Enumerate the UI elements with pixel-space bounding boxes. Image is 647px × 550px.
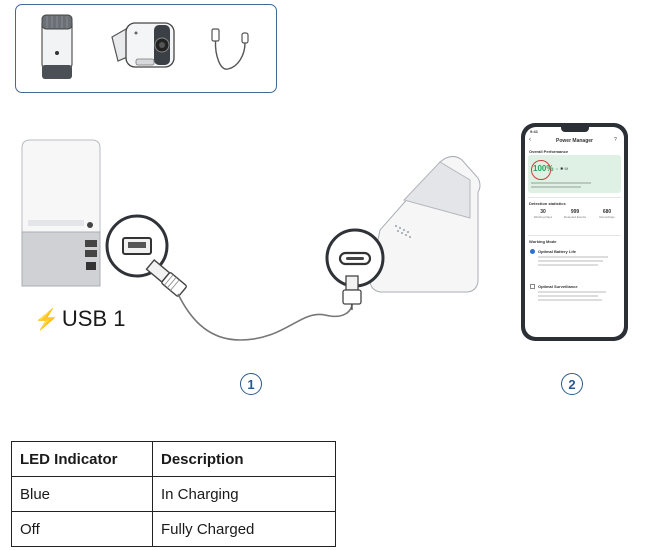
- feature-icons: ⇔ ✱ ⛁: [555, 166, 568, 171]
- lightning-icon: ⚡: [34, 309, 59, 331]
- divider: [528, 235, 621, 236]
- camera-device-icon: [111, 22, 175, 68]
- mode-option[interactable]: Optimal Surveillance: [538, 284, 578, 289]
- mode-description-line: [538, 295, 598, 297]
- stat-item: 30 Working Days: [533, 209, 553, 219]
- detection-heading: Detection statistics: [529, 201, 566, 206]
- mode-radio-selected[interactable]: [530, 249, 535, 254]
- divider: [528, 197, 621, 198]
- app-screen: 9:41 ‹ Power Manager ? Overall Performan…: [525, 127, 624, 337]
- stat-item: 680 Recordings: [599, 209, 615, 219]
- led-indicator-table: LED Indicator Description Blue In Chargi…: [11, 441, 336, 547]
- overall-performance-heading: Overall Performance: [529, 149, 569, 154]
- camera-illustration: [369, 156, 481, 293]
- info-line: [531, 182, 591, 184]
- battery-percent: 100%: [533, 164, 554, 173]
- step-2-badge: 2: [561, 373, 583, 395]
- phone-mockup: 9:41 ‹ Power Manager ? Overall Performan…: [521, 123, 628, 341]
- info-line: [531, 186, 581, 188]
- table-header-row: LED Indicator Description: [11, 441, 336, 477]
- working-mode-heading: Working Mode: [529, 239, 557, 244]
- table-header-cell: LED Indicator: [11, 441, 153, 477]
- mode-description-line: [538, 264, 598, 266]
- connection-illustration: [21, 139, 481, 341]
- table-header-cell: Description: [152, 441, 336, 477]
- table-cell: In Charging: [152, 476, 336, 512]
- mode-description-line: [538, 256, 608, 258]
- back-icon[interactable]: ‹: [529, 137, 531, 143]
- usb-port-label: ⚡USB 1: [34, 306, 126, 331]
- mode-description-line: [538, 291, 606, 293]
- mode-description-line: [538, 299, 602, 301]
- step-1-badge: 1: [240, 373, 262, 395]
- battery-highlight-circle: [531, 160, 551, 180]
- mode-checkbox[interactable]: [530, 284, 535, 289]
- help-icon[interactable]: ?: [614, 137, 617, 143]
- package-contents-box: [15, 4, 277, 93]
- mode-option[interactable]: Optimal Battery Life: [538, 249, 577, 254]
- usb-cable-icon: [211, 28, 249, 70]
- phone-notch: [561, 127, 589, 132]
- table-cell: Fully Charged: [152, 511, 336, 547]
- table-cell: Blue: [11, 476, 153, 512]
- stat-item: 999 Detected Events: [563, 209, 586, 219]
- status-time: 9:41: [530, 129, 539, 134]
- app-title: Power Manager: [556, 138, 593, 144]
- table-row: Off Fully Charged: [11, 511, 336, 547]
- homebase-device-icon: [41, 14, 73, 79]
- table-row: Blue In Charging: [11, 476, 336, 512]
- homebase-illustration: [21, 139, 101, 287]
- table-cell: Off: [11, 511, 153, 547]
- mode-description-line: [538, 260, 603, 262]
